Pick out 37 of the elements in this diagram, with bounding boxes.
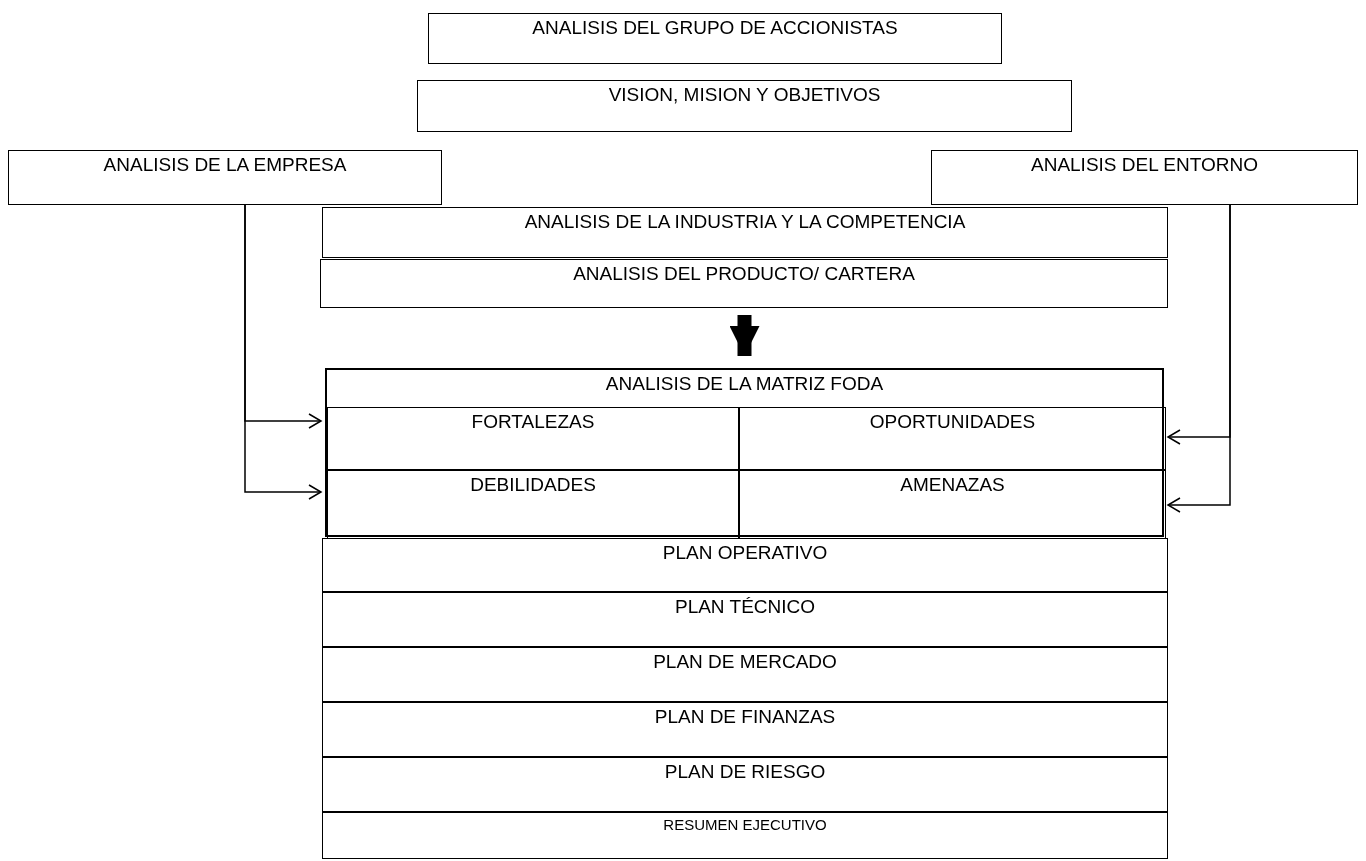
- box-label: PLAN DE RIESGO: [664, 761, 826, 784]
- box-label: PLAN DE MERCADO: [653, 651, 837, 674]
- process-box: [428, 13, 1002, 64]
- arrow: [244, 204, 322, 500]
- process-box: [739, 470, 1166, 539]
- box-label: AMENAZAS: [900, 474, 1005, 497]
- process-box: [322, 592, 1168, 647]
- process-box: [322, 207, 1168, 258]
- box-label: ANALISIS DE LA EMPRESA: [103, 154, 347, 177]
- box-label: RESUMEN EJECUTIVO: [663, 816, 827, 834]
- box-label: DEBILIDADES: [470, 474, 596, 497]
- process-box: [322, 702, 1168, 757]
- process-box: [322, 538, 1168, 592]
- process-box: [739, 407, 1166, 470]
- box-label: FORTALEZAS: [471, 411, 595, 434]
- process-box: [8, 150, 442, 205]
- box-label: ANALISIS DEL GRUPO DE ACCIONISTAS: [532, 17, 898, 40]
- box-label: PLAN TÉCNICO: [674, 596, 816, 619]
- process-box: [931, 150, 1358, 205]
- process-box: [322, 812, 1168, 859]
- process-box: [322, 647, 1168, 702]
- process-box: [322, 757, 1168, 812]
- box-label: PLAN OPERATIVO: [662, 542, 828, 565]
- process-box: [327, 470, 739, 539]
- box-label: ANALISIS DE LA INDUSTRIA Y LA COMPETENCIA: [524, 211, 966, 234]
- box-label: ANALISIS DEL PRODUCTO/ CARTERA: [573, 263, 915, 286]
- process-box: [327, 407, 739, 470]
- box-label: PLAN DE FINANZAS: [654, 706, 836, 729]
- arrow: [1167, 204, 1231, 513]
- process-box: [325, 368, 1164, 537]
- block-arrow: [729, 315, 760, 356]
- process-box: [320, 259, 1168, 308]
- box-label: VISION, MISION Y OBJETIVOS: [608, 84, 881, 107]
- box-label: ANALISIS DEL ENTORNO: [1031, 154, 1258, 177]
- process-box: [417, 80, 1072, 132]
- box-label: OPORTUNIDADES: [869, 411, 1036, 434]
- box-label: ANALISIS DE LA MATRIZ FODA: [605, 373, 884, 396]
